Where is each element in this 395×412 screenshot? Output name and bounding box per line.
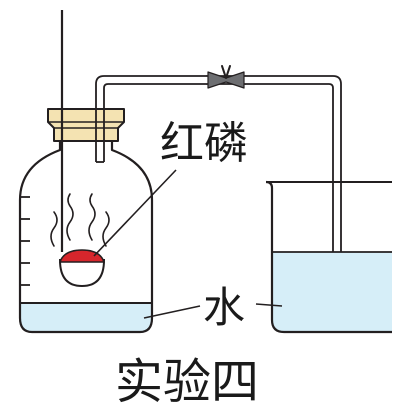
- combustion-spoon: [50, 10, 110, 288]
- gas-jar: [18, 108, 154, 334]
- beaker-water: [272, 252, 392, 332]
- rubber-stopper: [47, 108, 125, 142]
- beaker: [265, 180, 392, 334]
- red-phosphorus: [58, 249, 106, 263]
- water-leader-line-right: [255, 303, 283, 307]
- experiment-caption: 实验四: [115, 354, 259, 410]
- water-label: 水: [203, 283, 245, 332]
- spring-clip-icon: [206, 65, 246, 89]
- water-leader-line-left: [143, 305, 201, 319]
- red-phosphorus-leader-line: [93, 169, 177, 257]
- red-phosphorus-label: 红磷: [160, 118, 248, 169]
- jar-graduation-marks: [20, 196, 30, 286]
- spoon-bowl: [58, 259, 106, 288]
- jar-water: [20, 303, 152, 332]
- smoke-wisps-icon: [50, 193, 110, 247]
- jar-body: [18, 138, 154, 334]
